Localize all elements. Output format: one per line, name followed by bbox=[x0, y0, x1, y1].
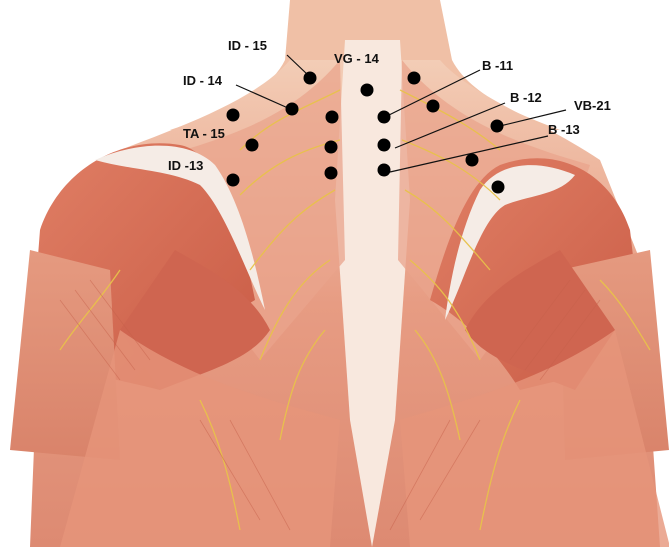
label-vg14: VG - 14 bbox=[334, 51, 380, 66]
point-b13 bbox=[378, 164, 391, 177]
label-b12: B -12 bbox=[510, 90, 542, 105]
point-right-1 bbox=[427, 100, 440, 113]
point-b12 bbox=[378, 139, 391, 152]
point-b11 bbox=[378, 111, 391, 124]
point-vg14 bbox=[361, 84, 374, 97]
point-vb21 bbox=[491, 120, 504, 133]
label-ta15: TA - 15 bbox=[183, 126, 225, 141]
point-right-2 bbox=[466, 154, 479, 167]
point-id14 bbox=[286, 103, 299, 116]
label-b11: B -11 bbox=[482, 58, 513, 73]
point-right-3 bbox=[492, 181, 505, 194]
point-ta15-lower bbox=[246, 139, 259, 152]
point-id15 bbox=[304, 72, 317, 85]
point-id13 bbox=[227, 174, 240, 187]
label-id13: ID -13 bbox=[168, 158, 203, 173]
point-left-inner-2 bbox=[325, 141, 338, 154]
label-b13: B -13 bbox=[548, 122, 580, 137]
point-left-inner-1 bbox=[326, 111, 339, 124]
point-left-inner-3 bbox=[325, 167, 338, 180]
point-ta15-upper bbox=[227, 109, 240, 122]
label-vb21: VB-21 bbox=[574, 98, 611, 113]
point-upper-right bbox=[408, 72, 421, 85]
label-id14: ID - 14 bbox=[183, 73, 223, 88]
label-id15: ID - 15 bbox=[228, 38, 267, 53]
